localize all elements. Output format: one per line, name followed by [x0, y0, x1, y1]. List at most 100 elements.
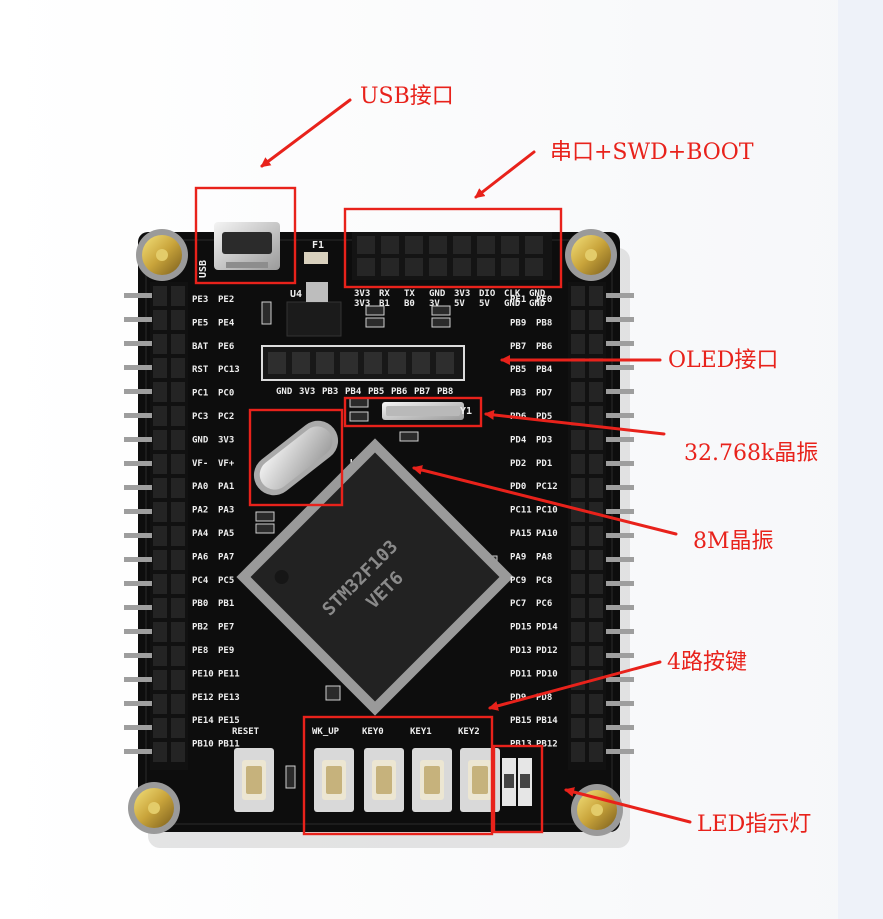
pin-icon: [153, 718, 167, 738]
pin-icon: [571, 550, 585, 570]
pin-label: PC3: [192, 412, 208, 422]
pin-icon: [153, 670, 167, 690]
pin-icon: [606, 677, 634, 682]
pin-label: PA7: [218, 552, 234, 562]
pin-icon: [357, 258, 375, 276]
pin-icon: [124, 461, 152, 466]
pin-label: PD14: [536, 623, 558, 633]
pin-label: RST: [192, 365, 209, 375]
pin-icon: [571, 526, 585, 546]
pin-icon: [153, 646, 167, 666]
pin-icon: [606, 341, 634, 346]
standoff-icon: [565, 229, 617, 281]
usb-side-label: USB: [198, 260, 209, 278]
pin-icon: [124, 389, 152, 394]
led-callout: LED指示灯: [697, 812, 812, 837]
pin-icon: [525, 236, 543, 254]
background-panel: [838, 0, 883, 919]
pin-label: GND: [276, 387, 293, 397]
keys-highlight-box: [302, 715, 494, 836]
pin-icon: [171, 622, 185, 642]
pin-label: B0: [404, 299, 415, 309]
pin-icon: [477, 236, 495, 254]
pin-label: PC2: [218, 412, 234, 422]
pin-icon: [124, 293, 152, 298]
pin-icon: [589, 742, 603, 762]
pin-icon: [589, 550, 603, 570]
voltage-regulator: [286, 282, 342, 337]
pin-icon: [364, 352, 382, 374]
pin-icon: [589, 406, 603, 426]
rtc-crystal-callout: 32.768k晶振: [684, 441, 819, 466]
pin-label: PE2: [218, 295, 234, 305]
pin-label: 5V: [479, 299, 490, 309]
pin-label: GND: [504, 299, 521, 309]
pin-icon: [571, 382, 585, 402]
pin-icon: [453, 258, 471, 276]
pin-icon: [153, 310, 167, 330]
pin-icon: [606, 653, 634, 658]
pin-icon: [589, 694, 603, 714]
standoff-icon: [128, 782, 180, 834]
pin-icon: [124, 317, 152, 322]
pin-label: PA1: [218, 482, 234, 492]
pin-icon: [153, 286, 167, 306]
led-indicators: [502, 758, 532, 806]
pin-icon: [124, 629, 152, 634]
pin-label: PB0: [192, 599, 208, 609]
rtc-highlight-box: [343, 396, 483, 428]
pin-label: PE12: [192, 693, 214, 703]
pin-label: PB4: [345, 387, 362, 397]
pin-label: PD15: [510, 623, 532, 633]
standoff-icon: [136, 229, 188, 281]
button-label: RESET: [232, 727, 260, 737]
pin-label: PA6: [192, 552, 208, 562]
pin-label: TX: [404, 289, 415, 299]
pin-label: PE9: [218, 646, 234, 656]
pin-icon: [571, 358, 585, 378]
pin-icon: [171, 646, 185, 666]
pin-label: PC9: [510, 576, 526, 586]
serial-callout: 串口+SWD+BOOT: [550, 140, 754, 165]
pin-label: CLK: [504, 289, 521, 299]
pin-icon: [405, 236, 423, 254]
pin-label: VF-: [192, 459, 208, 469]
pin-icon: [171, 430, 185, 450]
pin-icon: [429, 258, 447, 276]
pin-label: 3V3: [454, 289, 470, 299]
pin-label: PE15: [218, 716, 240, 726]
pin-icon: [571, 622, 585, 642]
pin-icon: [292, 352, 310, 374]
pin-icon: [340, 352, 358, 374]
pin-label: B1: [379, 299, 390, 309]
pin-icon: [171, 742, 185, 762]
pin-icon: [589, 622, 603, 642]
pin-label: PD7: [536, 389, 552, 399]
pin-icon: [606, 557, 634, 562]
pin-label: PB5: [368, 387, 384, 397]
pin-icon: [171, 718, 185, 738]
pin-icon: [381, 236, 399, 254]
pin-icon: [268, 352, 286, 374]
pin-label: PD12: [536, 646, 558, 656]
pin-icon: [153, 550, 167, 570]
pin-label: PC5: [218, 576, 234, 586]
pin-icon: [171, 454, 185, 474]
pin-label: VF+: [218, 459, 235, 469]
pin-icon: [606, 317, 634, 322]
pin-label: PB6: [391, 387, 407, 397]
pin-label: 3V3: [354, 289, 370, 299]
pin-label: PA4: [192, 529, 209, 539]
pin-icon: [412, 352, 430, 374]
pin-icon: [429, 236, 447, 254]
pin-icon: [124, 605, 152, 610]
pin-icon: [171, 574, 185, 594]
pin-icon: [571, 694, 585, 714]
pin-label: DIO: [479, 289, 496, 299]
pin-label: PB3: [510, 389, 526, 399]
serial-arrow: [474, 150, 536, 199]
pin-icon: [606, 629, 634, 634]
pin-label: RX: [379, 289, 390, 299]
pin-label: 5V: [454, 299, 465, 309]
